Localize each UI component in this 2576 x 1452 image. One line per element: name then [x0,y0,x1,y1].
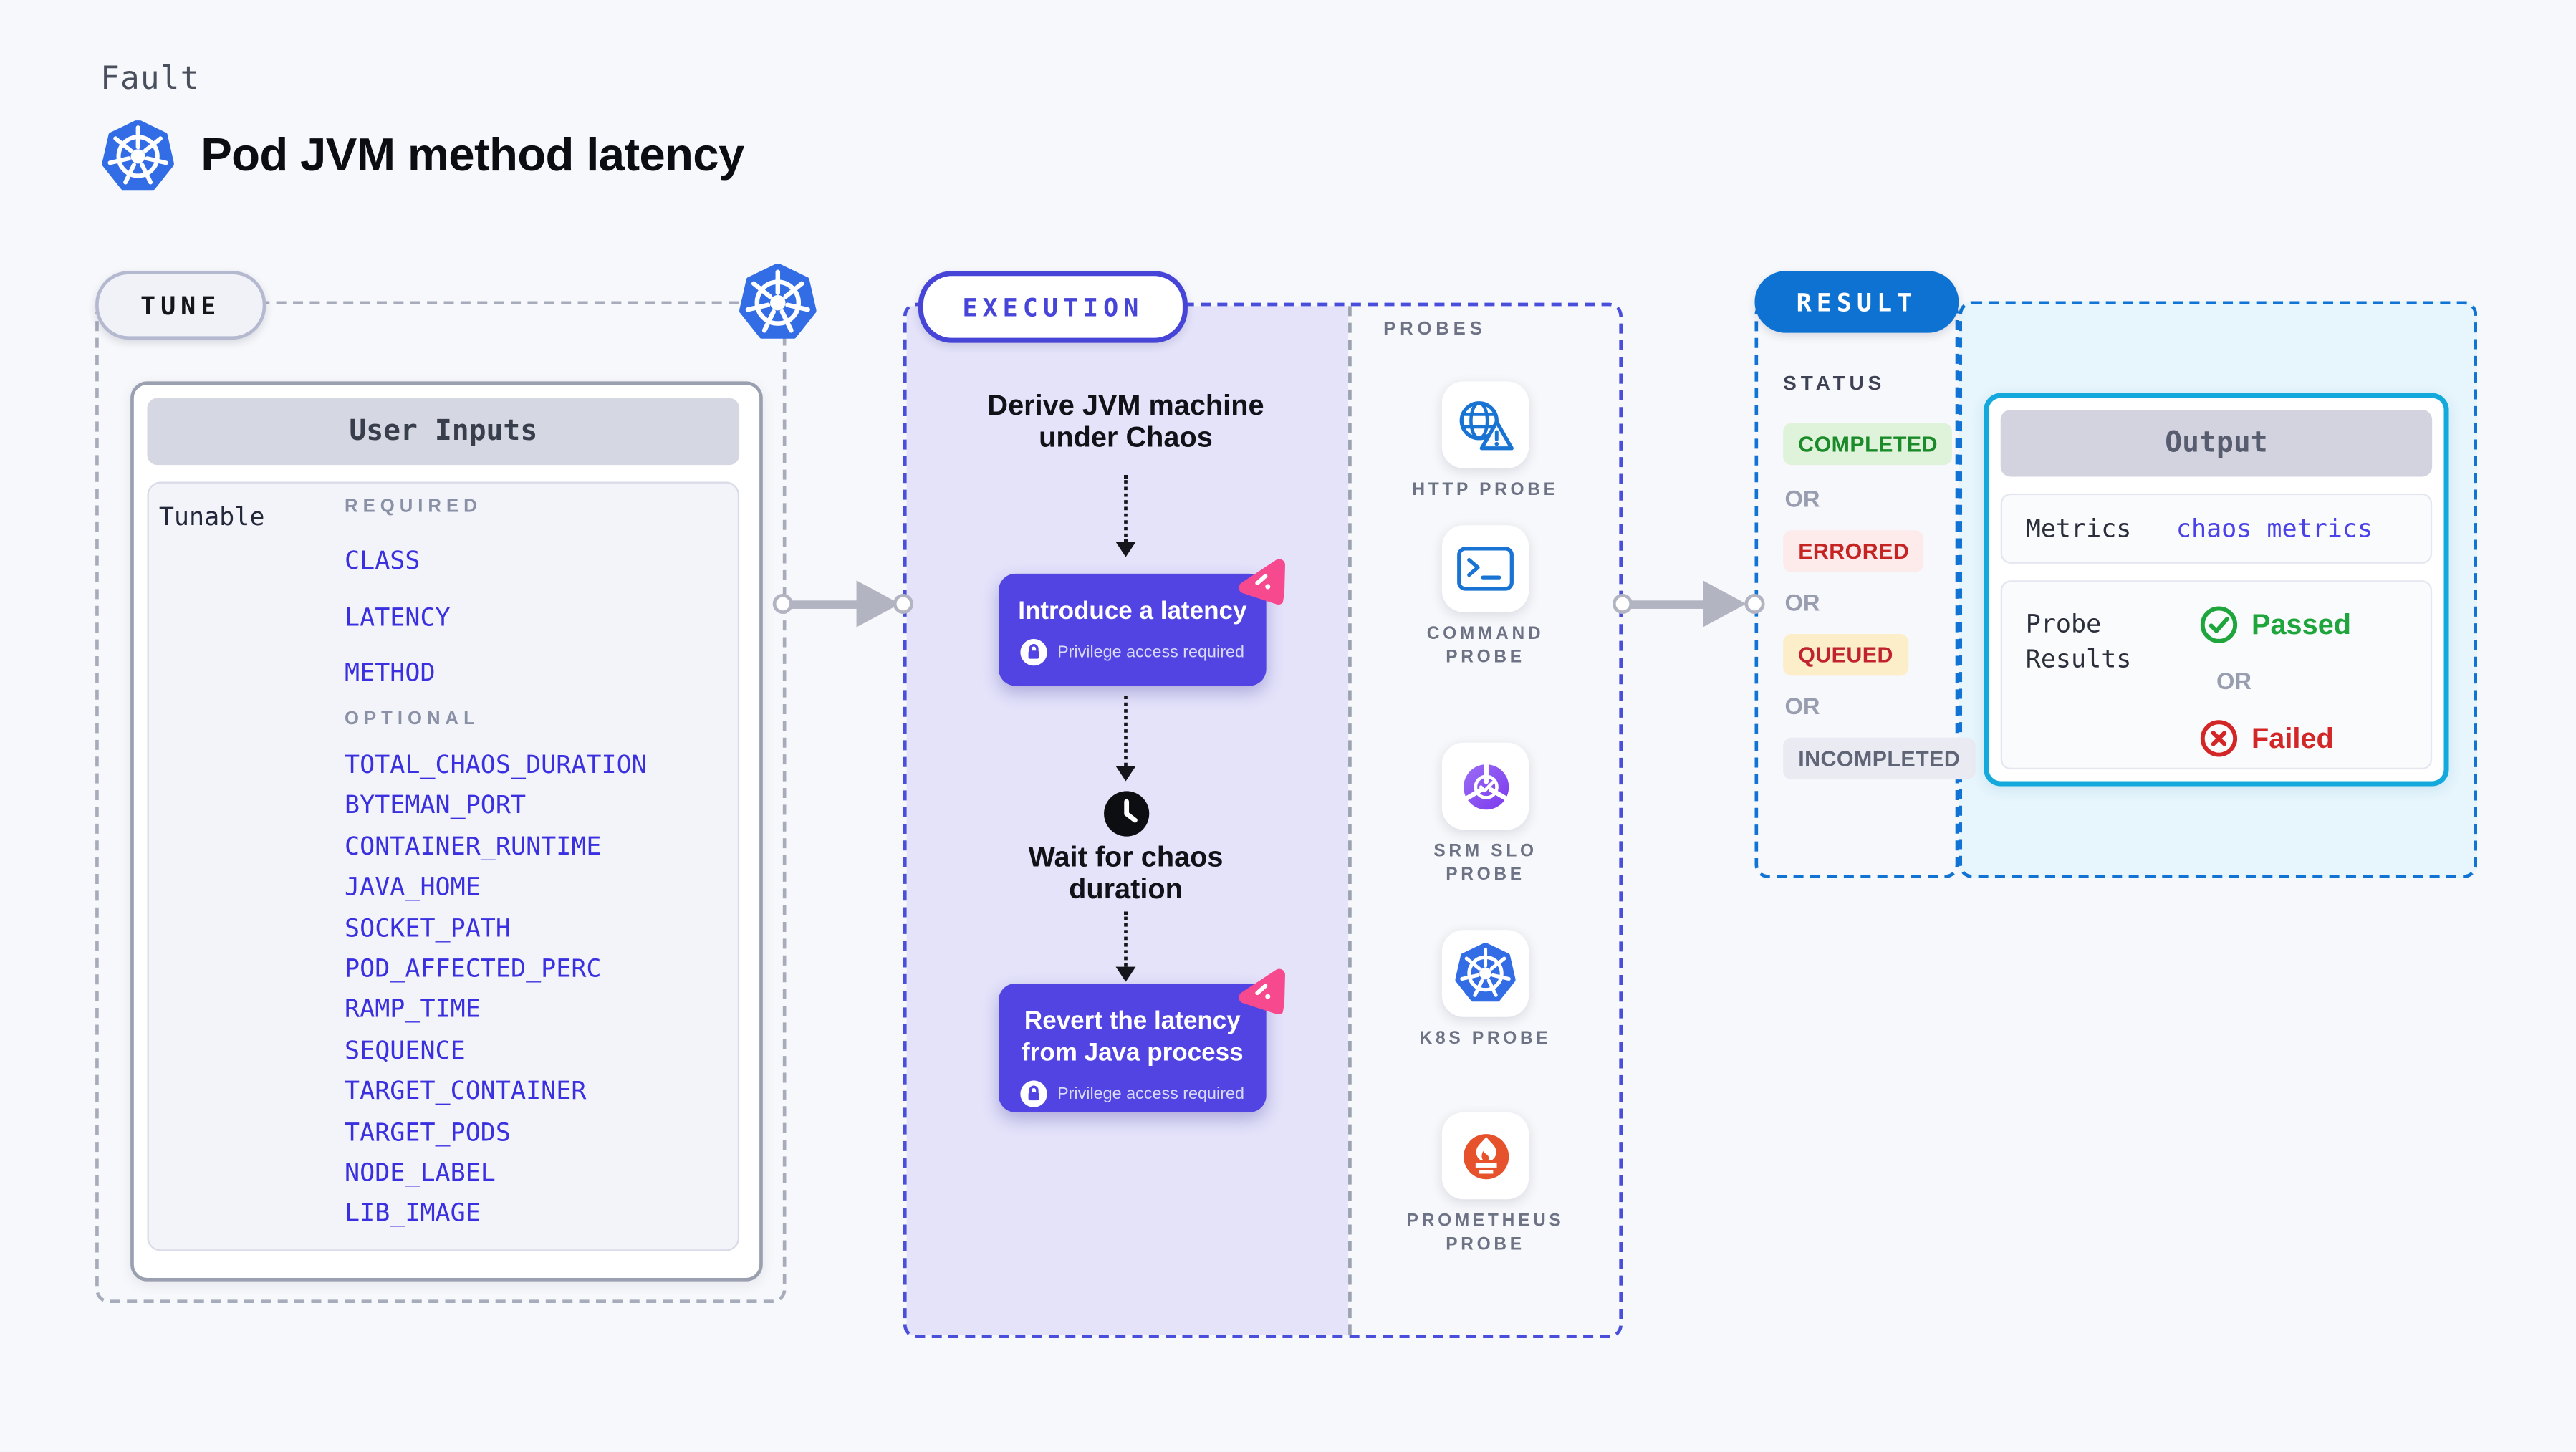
k8s-probe-label: K8S PROBE [1419,1029,1552,1049]
command-probe-icon [1457,547,1514,591]
kubernetes-corner-icon [739,264,817,339]
or-separator: OR [2216,667,2251,695]
kubernetes-logo-icon [102,120,174,191]
introduce-latency-step: Introduce a latency Privilege access req… [999,559,1285,686]
http-probe-label: HTTP PROBE [1412,480,1559,501]
tune-section-box [95,301,787,1304]
status-badge-errored: ERRORED [1783,530,1925,572]
or-separator: OR [1784,692,1820,720]
tunable-item-ramp-time[interactable]: RAMP_TIME [345,994,481,1024]
http-probe-icon [1459,400,1514,450]
privilege-note: Privilege access required [999,638,1267,666]
revert-latency-label: Revert the latency from Java process [1022,1006,1244,1067]
execution-section-box [903,302,1623,1339]
user-inputs-panel [147,481,740,1251]
tunable-item-class[interactable]: CLASS [345,545,420,576]
or-separator: OR [1784,485,1820,512]
result-badge: RESULT [1754,271,1959,333]
tunable-item-pod-affected-perc[interactable]: POD_AFFECTED_PERC [345,953,602,984]
flow-connector [1124,475,1128,542]
tunable-item-method[interactable]: METHOD [345,657,436,688]
probes-divider [1348,306,1352,1335]
status-label: STATUS [1783,371,1886,395]
tunable-item-sequence[interactable]: SEQUENCE [345,1035,466,1066]
tunable-item-lib-image[interactable]: LIB_IMAGE [345,1197,481,1228]
revert-latency-step: Revert the latency from Java process Pri… [999,968,1285,1112]
lock-icon [1020,1080,1048,1107]
privilege-note: Privilege access required [999,1080,1267,1107]
flow-arrowhead-icon [1115,966,1135,982]
k8s-probe-icon [1455,943,1516,1002]
derive-step-text: Derive JVM machine under Chaos [987,390,1264,453]
failed-verdict: Failed [2200,719,2334,758]
probes-column-label: PROBES [1383,319,1486,340]
srm-slo-probe-card [1441,742,1529,830]
fault-eyebrow: Fault [100,60,201,97]
metrics-row: Metrics chaos metrics [2000,493,2433,564]
tunable-item-total-chaos-duration[interactable]: TOTAL_CHAOS_DURATION [345,749,647,780]
page-title: Pod JVM method latency [201,128,744,181]
tunable-item-socket-path[interactable]: SOCKET_PATH [345,913,511,943]
clock-icon [1104,791,1150,837]
wait-step-text: Wait for chaos duration [1028,841,1224,905]
x-circle-icon [2200,720,2238,757]
tunable-label: Tunable [158,501,265,532]
tunable-item-java-home[interactable]: JAVA_HOME [345,871,481,902]
k8s-probe-card [1441,930,1529,1017]
passed-verdict: Passed [2200,605,2351,644]
status-badge-completed: COMPLETED [1783,423,1953,466]
flow-arrowhead-icon [1115,766,1135,782]
spark-icon [1239,968,1285,1015]
tunable-item-node-label[interactable]: NODE_LABEL [345,1157,496,1188]
srm-slo-probe-icon [1462,761,1509,809]
flow-connector [1124,696,1128,766]
tunable-item-byteman-port[interactable]: BYTEMAN_PORT [345,789,527,820]
check-circle-icon [2200,606,2238,643]
spark-icon [1239,559,1285,605]
flow-connector [1124,911,1128,967]
introduce-latency-label: Introduce a latency [1018,597,1247,626]
metrics-value-link[interactable]: chaos metrics [2176,513,2373,544]
optional-group-label: OPTIONAL [345,709,480,730]
prometheus-probe-card [1441,1112,1529,1200]
tunable-item-latency[interactable]: LATENCY [345,602,451,633]
tunable-item-target-pods[interactable]: TARGET_PODS [345,1117,511,1148]
tune-badge: TUNE [95,271,266,340]
lock-icon [1020,638,1048,666]
status-badge-incompleted: INCOMPLETED [1783,737,1976,780]
user-inputs-title: User Inputs [147,398,740,466]
http-probe-card [1441,381,1529,468]
metrics-label: Metrics [2025,513,2132,544]
flow-arrowhead-icon [1115,542,1135,557]
tunable-item-container-runtime[interactable]: CONTAINER_RUNTIME [345,831,602,862]
probe-results-row: Probe Results Passed OR Failed [2000,580,2433,770]
tunable-item-target-container[interactable]: TARGET_CONTAINER [345,1075,587,1106]
command-probe-card [1441,525,1529,612]
status-badge-queued: QUEUED [1783,633,1908,676]
prometheus-probe-icon [1462,1133,1509,1179]
output-card-title: Output [2000,410,2433,477]
required-group-label: REQUIRED [345,496,482,517]
execution-badge: EXECUTION [918,271,1188,343]
probe-results-label: Probe Results [2025,608,2132,675]
or-separator: OR [1784,588,1820,616]
